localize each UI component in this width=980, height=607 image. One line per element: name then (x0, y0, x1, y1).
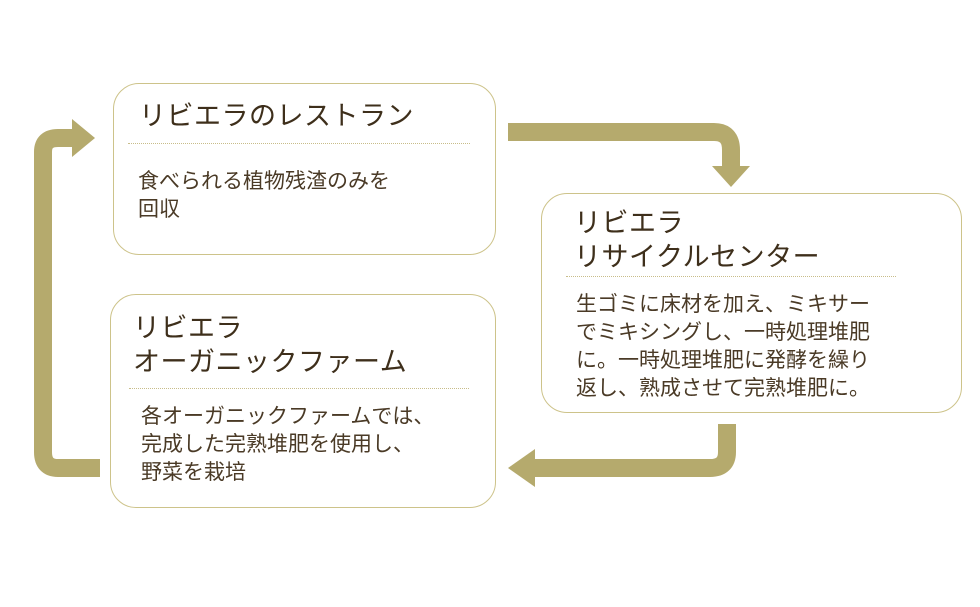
dotted-divider (566, 276, 896, 277)
node-description: 各オーガニックファームでは、 完成した完熟堆肥を使用し、 野菜を栽培 (141, 404, 435, 484)
node-description: 生ゴミに床材を加え、ミキサー でミキシングし、一時処理堆肥 に。一時処理堆肥に発… (576, 292, 870, 400)
node-title: リビエラ オーガニックファーム (133, 313, 408, 378)
node-title: リビエラのレストラン (139, 101, 414, 132)
dotted-divider (129, 388, 469, 389)
node-description: 食べられる植物残渣のみを 回収 (138, 169, 390, 221)
node-organic-farm: リビエラ オーガニックファーム 各オーガニックファームでは、 完成した完熟堆肥を… (110, 294, 496, 508)
arrow-farm-to-restaurant (34, 119, 100, 477)
node-title: リビエラ リサイクルセンター (574, 208, 821, 273)
dotted-divider (128, 143, 470, 144)
arrow-restaurant-to-recycle (508, 123, 750, 187)
arrow-recycle-to-farm (508, 424, 736, 487)
node-restaurant: リビエラのレストラン 食べられる植物残渣のみを 回収 (113, 83, 496, 255)
node-recycle-center: リビエラ リサイクルセンター 生ゴミに床材を加え、ミキサー でミキシングし、一時… (541, 193, 962, 413)
